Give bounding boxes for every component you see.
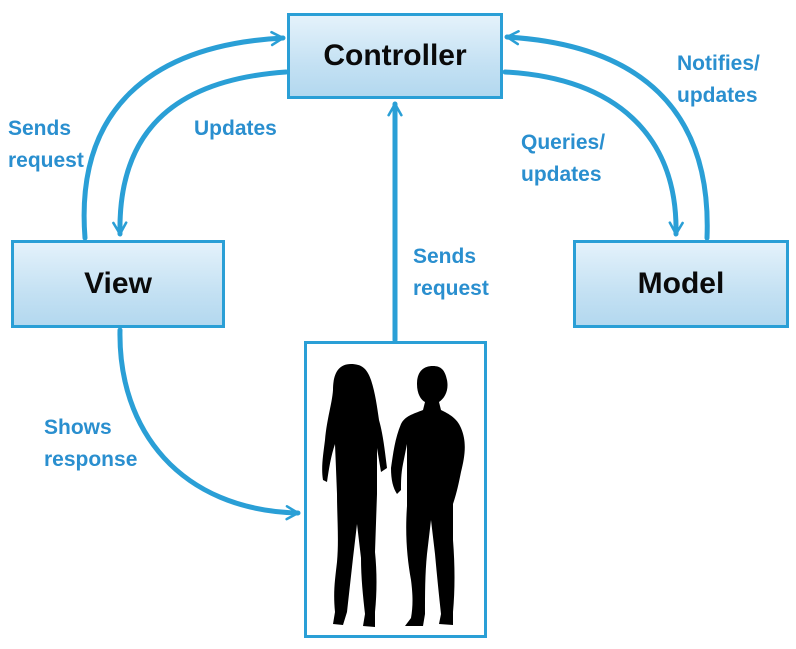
edge-label-view-to-controller: Sends request bbox=[8, 117, 84, 172]
arrow-model-to-controller bbox=[504, 30, 710, 241]
users-silhouette-icon bbox=[322, 364, 465, 627]
woman-silhouette bbox=[322, 364, 387, 627]
edge-label-controller-to-model: Queries/ updates bbox=[521, 131, 606, 186]
arrow-controller-to-model bbox=[502, 69, 684, 237]
user-node bbox=[304, 341, 487, 638]
arrow-controller-to-view bbox=[112, 69, 289, 237]
man-silhouette bbox=[391, 366, 465, 626]
edge-label-user-to-controller: Sends request bbox=[413, 245, 489, 300]
edge-label-view-to-user: Shows response bbox=[44, 416, 138, 471]
edge-label-model-to-controller: Notifies/ updates bbox=[677, 52, 760, 107]
view-node: View bbox=[11, 240, 225, 328]
view-label: View bbox=[84, 267, 152, 300]
model-node: Model bbox=[573, 240, 789, 328]
controller-label: Controller bbox=[323, 39, 467, 72]
edge-label-controller-to-view: Updates bbox=[194, 117, 277, 140]
model-label: Model bbox=[637, 267, 725, 300]
controller-node: Controller bbox=[287, 13, 503, 99]
arrow-view-to-user bbox=[117, 327, 301, 521]
arrow-view-to-controller bbox=[81, 30, 286, 241]
